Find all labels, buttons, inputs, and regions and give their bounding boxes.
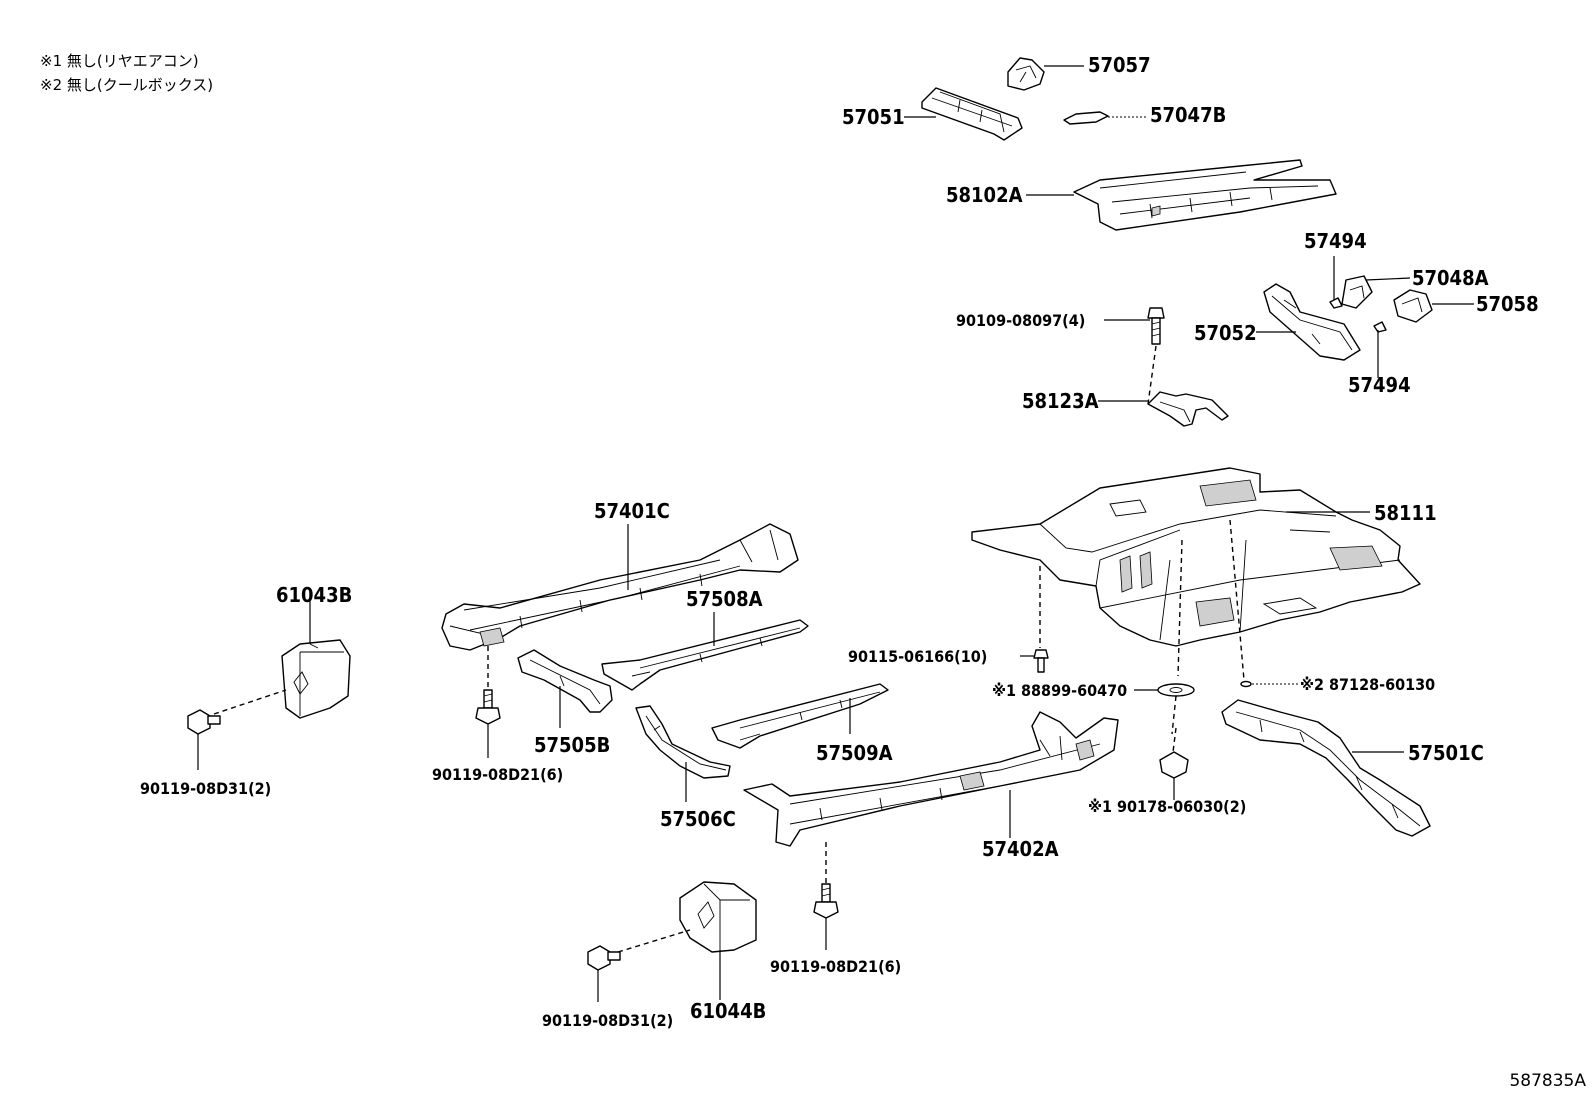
part-57501C-drawing: [1221, 699, 1431, 837]
part-58102A-drawing: [1073, 159, 1337, 231]
part-57051-drawing: [921, 87, 1023, 141]
label-90119-08D31-bottom: 90119-08D31(2): [542, 1011, 673, 1030]
nut-90178-drawing: [1159, 751, 1189, 779]
label-57501C: 57501C: [1408, 741, 1484, 765]
part-57052-drawing: [1263, 283, 1361, 361]
grommet-88899-drawing: [1157, 683, 1195, 697]
label-57494-bottom: 57494: [1348, 373, 1411, 397]
label-57505B: 57505B: [534, 733, 610, 757]
bolt-90119-08D21-left-drawing: [475, 689, 501, 725]
label-58111: 58111: [1374, 501, 1437, 525]
label-57494-top: 57494: [1304, 229, 1367, 253]
label-58102A: 58102A: [946, 183, 1023, 207]
part-58111-drawing: [971, 467, 1421, 647]
part-58123A-drawing: [1147, 391, 1229, 427]
label-57401C: 57401C: [594, 499, 670, 523]
label-90119-08D21-left: 90119-08D21(6): [432, 765, 563, 784]
part-57509A-drawing: [711, 683, 889, 749]
part-61043B-drawing: [281, 639, 351, 719]
label-90119-08D31-left: 90119-08D31(2): [140, 779, 271, 798]
label-57048A: 57048A: [1412, 266, 1489, 290]
label-57508A: 57508A: [686, 587, 763, 611]
illustration-code: 587835A: [1509, 1071, 1586, 1091]
bolt-90109-drawing: [1147, 307, 1165, 345]
screw-90115-drawing: [1033, 649, 1049, 673]
part-57401C-drawing: [441, 523, 799, 651]
label-57057: 57057: [1088, 53, 1151, 77]
label-57509A: 57509A: [816, 741, 893, 765]
label-57058: 57058: [1476, 292, 1539, 316]
label-90119-08D21-bottom: 90119-08D21(6): [770, 957, 901, 976]
label-57047B: 57047B: [1150, 103, 1226, 127]
label-57051: 57051: [842, 105, 905, 129]
label-90115-06166: 90115-06166(10): [848, 647, 987, 666]
note-2: ※2 無し(クールボックス): [40, 76, 214, 94]
part-57057-drawing: [1007, 57, 1045, 91]
part-57506C-drawing: [635, 705, 731, 779]
part-57402A-drawing: [743, 711, 1119, 847]
label-58123A: 58123A: [1022, 389, 1099, 413]
part-57505B-drawing: [517, 649, 613, 713]
part-57494-top-drawing: [1329, 297, 1343, 309]
label-90178-06030: ※1 90178-06030(2): [1088, 797, 1246, 816]
part-57047B-drawing: [1063, 111, 1109, 125]
part-57048A-drawing: [1341, 275, 1373, 309]
part-57058-drawing: [1393, 289, 1433, 323]
label-87128-60130: ※2 87128-60130: [1300, 675, 1435, 694]
part-57508A-drawing: [601, 619, 809, 691]
part-57494-bottom-drawing: [1373, 321, 1387, 333]
label-61043B: 61043B: [276, 583, 352, 607]
label-57052: 57052: [1194, 321, 1257, 345]
bolt-90119-08D31-bottom-drawing: [587, 945, 621, 971]
label-61044B: 61044B: [690, 999, 766, 1023]
label-57402A: 57402A: [982, 837, 1059, 861]
label-90109-08097: 90109-08097(4): [956, 311, 1085, 330]
plug-87128-drawing: [1240, 680, 1252, 688]
label-88899-60470: ※1 88899-60470: [992, 681, 1127, 700]
bolt-90119-08D21-bottom-drawing: [813, 883, 839, 919]
label-57506C: 57506C: [660, 807, 736, 831]
note-1: ※1 無し(リヤエアコン): [40, 52, 199, 70]
bolt-90119-08D31-left-drawing: [187, 709, 221, 735]
part-61044B-drawing: [679, 881, 757, 953]
